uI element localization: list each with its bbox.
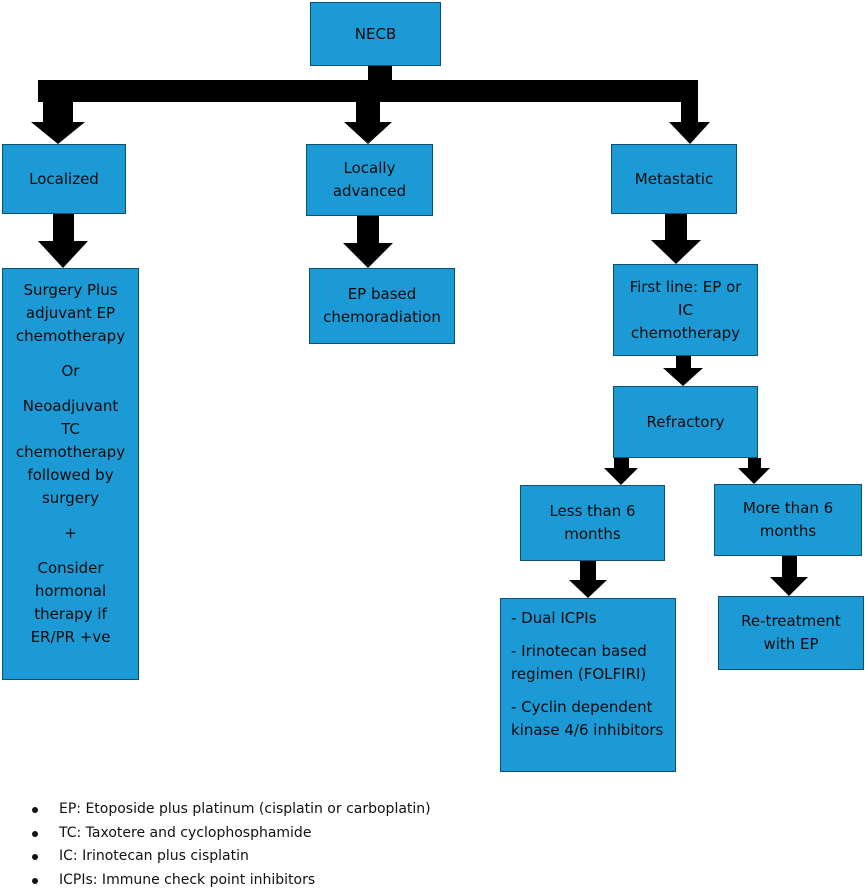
node-localized-label: Localized	[29, 169, 99, 188]
arrow-less-options	[569, 561, 607, 598]
arrow-less-than-6	[604, 458, 638, 485]
node-ep-chemoradiation: EP based chemoradiation	[309, 268, 455, 344]
arrow-first-line	[651, 214, 701, 264]
localized-treatment-line-4: +	[64, 524, 77, 542]
node-localized-treatment: Surgery Plus adjuvant EP chemotherapy Or…	[2, 268, 139, 680]
node-first-line: First line: EP or IC chemotherapy	[613, 264, 758, 356]
legend-item-tc: TC: Taxotere and cyclophosphamide	[30, 822, 431, 846]
arrow-to-localized	[31, 102, 85, 144]
root-connector	[38, 66, 698, 102]
node-localized: Localized	[2, 144, 126, 214]
option-cdk-inhibitors: - Cyclin dependent kinase 4/6 inhibitors	[511, 698, 664, 739]
arrow-locally-advanced-treatment	[343, 216, 393, 268]
arrow-more-than-6	[738, 458, 770, 484]
arrow-to-locally-advanced	[344, 102, 392, 144]
node-necb: NECB	[310, 2, 441, 66]
localized-treatment-line-2: Or	[61, 362, 80, 380]
node-necb-label: NECB	[354, 24, 397, 43]
node-metastatic: Metastatic	[611, 144, 737, 214]
arrow-more-option	[770, 556, 808, 596]
node-locally-advanced-label: Locally advanced	[332, 159, 407, 200]
arrow-to-metastatic	[669, 102, 710, 144]
ep-chemoradiation-label: EP based chemoradiation	[323, 285, 441, 326]
localized-treatment-line-3: Neoadjuvant TC chemotherapy followed by …	[15, 397, 126, 507]
re-treatment-label: Re-treatment with EP	[741, 612, 841, 653]
node-re-treatment: Re-treatment with EP	[718, 596, 864, 670]
node-locally-advanced: Locally advanced	[306, 144, 433, 216]
less-than-6-label: Less than 6 months	[549, 502, 636, 543]
node-refractory: Refractory	[613, 386, 758, 458]
first-line-label: First line: EP or IC chemotherapy	[629, 277, 742, 342]
refractory-label: Refractory	[646, 412, 725, 431]
node-less-than-6-options: - Dual ICPIs - Irinotecan based regimen …	[500, 598, 676, 772]
node-metastatic-label: Metastatic	[634, 169, 714, 188]
legend-item-icpis: ICPIs: Immune check point inhibitors	[30, 869, 431, 893]
abbreviation-legend: EP: Etoposide plus platinum (cisplatin o…	[30, 798, 431, 892]
legend-item-ep: EP: Etoposide plus platinum (cisplatin o…	[30, 798, 431, 822]
option-folfiri: - Irinotecan based regimen (FOLFIRI)	[511, 642, 647, 683]
localized-treatment-line-1: Surgery Plus adjuvant EP chemotherapy	[15, 281, 126, 345]
node-less-than-6: Less than 6 months	[520, 485, 665, 561]
node-more-than-6: More than 6 months	[714, 484, 862, 556]
localized-treatment-line-5: Consider hormonal therapy if ER/PR +ve	[30, 559, 111, 646]
more-than-6-label: More than 6 months	[742, 499, 834, 540]
option-dual-icpis: - Dual ICPIs	[511, 609, 597, 627]
legend-item-ic: IC: Irinotecan plus cisplatin	[30, 845, 431, 869]
arrow-refractory	[663, 356, 703, 386]
arrow-localized-treatment	[38, 214, 88, 268]
